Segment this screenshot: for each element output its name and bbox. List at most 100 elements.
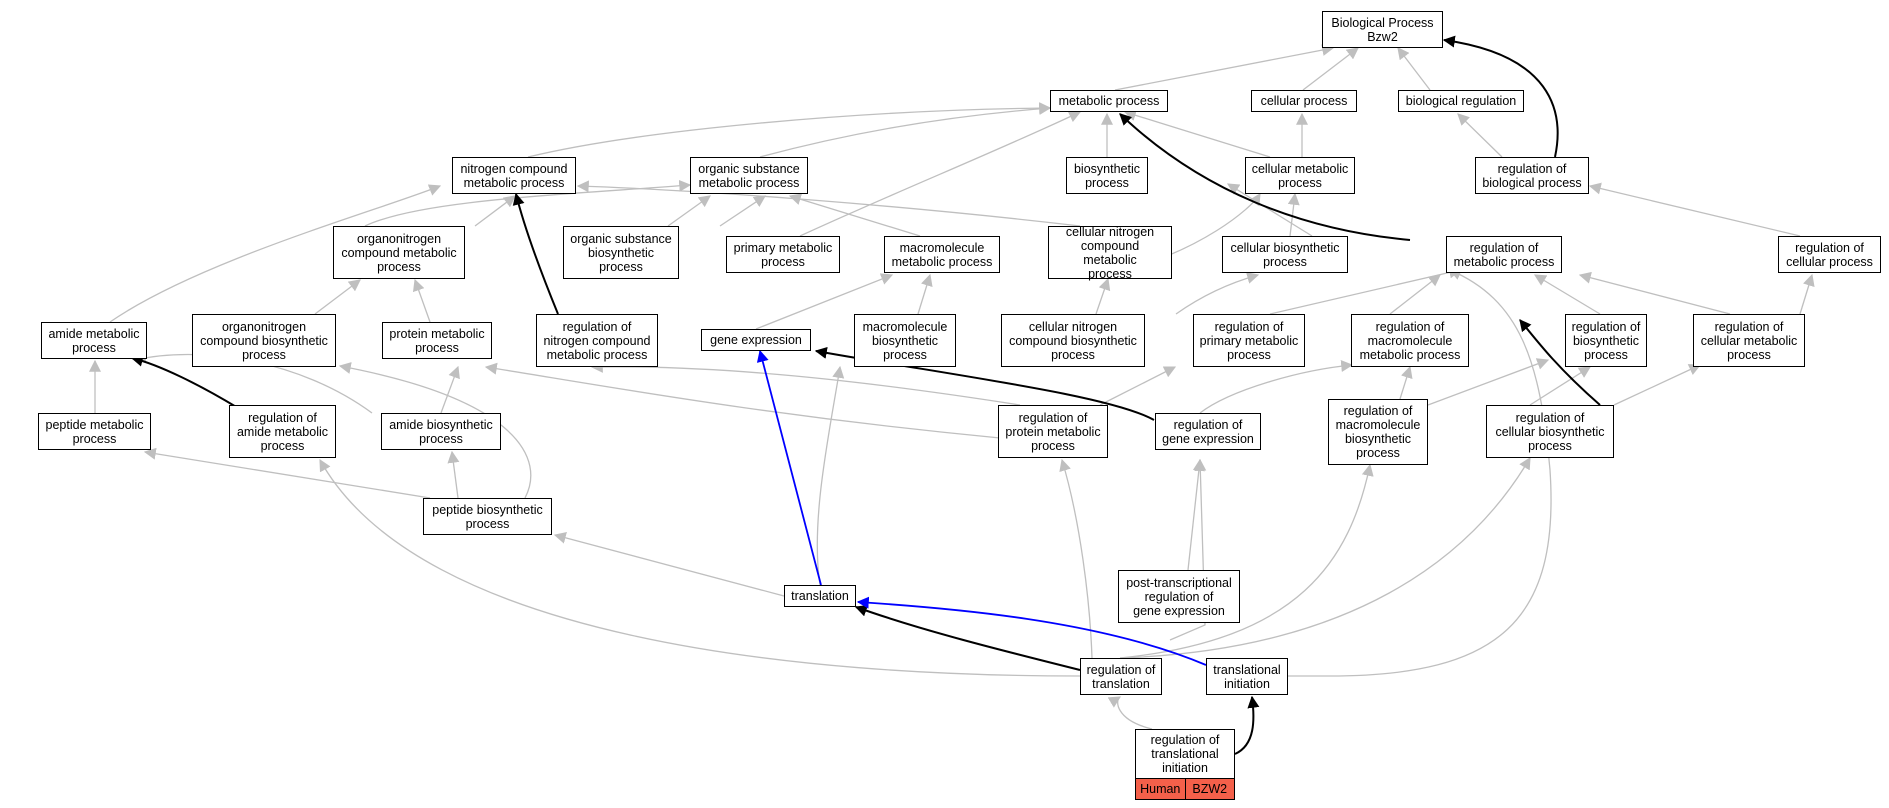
inherited-edge-47 [1427,358,1550,406]
go-term-nitrogen-compound-metabolic-process[interactable]: nitrogen compound metabolic process [452,157,576,194]
direct-edge-57 [854,605,1081,671]
inherited-edge-30 [1389,274,1441,315]
inherited-edge-56 [553,531,785,597]
inherited-edge-7 [1123,109,1271,158]
go-term-cellular-biosynthetic-process[interactable]: cellular biosynthetic process [1222,236,1348,273]
inherited-edge-49 [1613,364,1702,406]
go-term-post-transcriptional-regulation-of-gene-expression[interactable]: post-transcriptional regulation of gene … [1118,570,1240,623]
go-term-primary-metabolic-process[interactable]: primary metabolic process [726,236,840,273]
inherited-edge-50 [1169,458,1207,641]
go-term-metabolic-process[interactable]: metabolic process [1050,90,1168,112]
inherited-edge-1 [1302,47,1359,91]
go-term-regulation-of-gene-expression[interactable]: regulation of gene expression [1155,413,1261,450]
direct-edge-36 [130,354,239,409]
gene-symbol-label: BZW2 [1185,778,1235,800]
go-term-biological-process-root[interactable]: Biological Process Bzw2 [1322,11,1443,48]
go-term-translational-initiation[interactable]: translational initiation [1206,658,1288,695]
go-term-macromolecule-metabolic-process[interactable]: macromolecule metabolic process [884,236,1000,273]
go-term-regulation-of-metabolic-process[interactable]: regulation of metabolic process [1446,236,1562,273]
direct-edge-64 [1519,319,1601,406]
inherited-edge-41 [484,362,1001,439]
go-term-organonitrogen-compound-biosynthetic-process[interactable]: organonitrogen compound biosynthetic pro… [192,314,336,367]
inherited-edge-26 [917,273,933,315]
go-term-peptide-metabolic-process[interactable]: peptide metabolic process [38,413,151,450]
go-term-cellular-nitrogen-compound-metabolic-process[interactable]: cellular nitrogen compound metabolic pro… [1048,225,1172,281]
go-term-regulation-of-cellular-process[interactable]: regulation of cellular process [1778,236,1881,273]
go-term-regulation-of-nitrogen-compound-metabolic-process[interactable]: regulation of nitrogen compound metaboli… [536,314,658,367]
go-term-cellular-nitrogen-compound-biosynthetic-process[interactable]: cellular nitrogen compound biosynthetic … [1001,314,1145,367]
inherited-edge-46 [1399,365,1413,400]
inherited-edge-48 [1529,366,1592,406]
inherited-edge-32 [1578,271,1731,315]
inherited-edge-9 [1457,113,1503,158]
go-term-organonitrogen-compound-metabolic-process[interactable]: organonitrogen compound metabolic proces… [333,226,465,279]
inherited-edge-19 [1588,182,1801,237]
inherited-edge-37 [440,365,460,414]
inherited-edge-4 [527,102,1052,158]
inherited-edge-39 [447,450,460,499]
inherited-edge-5 [759,102,1052,158]
inherited-edge-40 [143,447,431,499]
go-term-regulation-of-protein-metabolic-process[interactable]: regulation of protein metabolic process [998,405,1108,458]
go-term-organic-substance-biosynthetic-process[interactable]: organic substance biosynthetic process [563,226,679,279]
go-term-amide-biosynthetic-process[interactable]: amide biosynthetic process [381,413,501,450]
go-term-regulation-of-biosynthetic-process[interactable]: regulation of biosynthetic process [1565,314,1647,367]
go-term-regulation-of-macromolecule-metabolic-process[interactable]: regulation of macromolecule metabolic pr… [1351,314,1469,367]
species-label: Human [1135,778,1186,800]
inherited-edge-62 [1107,696,1153,730]
go-term-regulation-of-translation[interactable]: regulation of translation [1080,658,1162,695]
go-term-regulation-of-translational-initiation[interactable]: regulation of translational initiation [1135,729,1235,779]
go-term-organic-substance-metabolic-process[interactable]: organic substance metabolic process [690,157,808,194]
go-term-cellular-metabolic-process[interactable]: cellular metabolic process [1245,157,1355,194]
inherited-edge-13 [667,195,711,227]
direct-edge-63 [1234,695,1260,755]
go-term-gene-expression[interactable]: gene expression [701,329,811,351]
inherited-edge-0 [1114,44,1335,91]
inherited-edge-61 [1206,268,1552,677]
go-term-cellular-process[interactable]: cellular process [1251,90,1357,112]
go-term-regulation-of-biological-process[interactable]: regulation of biological process [1475,157,1589,194]
inherited-edge-33 [1799,273,1815,315]
inherited-edge-54 [1119,456,1531,659]
inherited-edge-2 [1397,47,1431,91]
inherited-edge-25 [755,273,894,330]
inherited-edge-31 [1533,274,1601,315]
inherited-edge-55 [816,365,845,586]
inherited-edge-29 [1269,266,1462,315]
inherited-edge-14 [799,111,1082,237]
inherited-edge-17 [1287,192,1300,237]
inherited-edge-51 [1187,458,1205,571]
inherited-edge-23 [412,278,431,323]
go-term-biosynthetic-process[interactable]: biosynthetic process [1066,157,1148,194]
inherited-edge-44 [1199,360,1354,414]
inherited-edge-11 [719,195,766,227]
inherited-edge-22 [314,279,361,315]
go-term-regulation-of-macromolecule-biosynthetic-process[interactable]: regulation of macromolecule biosynthetic… [1328,399,1428,465]
go-term-biological-regulation[interactable]: biological regulation [1398,90,1524,112]
go-term-translation[interactable]: translation [784,585,856,607]
go-term-amide-metabolic-process[interactable]: amide metabolic process [41,322,147,359]
go-term-regulation-of-primary-metabolic-process[interactable]: regulation of primary metabolic process [1193,314,1305,367]
highlight-edge-59 [756,349,822,586]
direct-edge-3 [1442,35,1559,158]
gene-annotation-tag[interactable]: Human BZW2 [1135,778,1235,800]
direct-edge-65 [1119,113,1411,241]
inherited-edge-28 [1175,272,1260,315]
inherited-edge-52 [1059,458,1093,659]
go-term-protein-metabolic-process[interactable]: protein metabolic process [382,322,492,359]
inherited-edge-18 [1226,183,1313,237]
go-term-regulation-of-cellular-biosynthetic-process[interactable]: regulation of cellular biosynthetic proc… [1486,405,1614,458]
go-term-regulation-of-amide-metabolic-process[interactable]: regulation of amide metabolic process [229,405,336,458]
highlight-edge-58 [856,596,1207,666]
inherited-edge-20 [109,184,442,323]
inherited-edge-42 [590,360,1021,406]
go-term-peptide-biosynthetic-process[interactable]: peptide biosynthetic process [423,498,552,535]
inherited-edge-27 [1095,277,1111,315]
go-term-macromolecule-biosynthetic-process[interactable]: macromolecule biosynthetic process [854,314,956,367]
inherited-edge-53 [1119,463,1374,659]
go-term-regulation-of-cellular-metabolic-process[interactable]: regulation of cellular metabolic process [1693,314,1805,367]
direct-edge-24 [512,192,559,315]
inherited-edge-43 [1099,366,1177,406]
